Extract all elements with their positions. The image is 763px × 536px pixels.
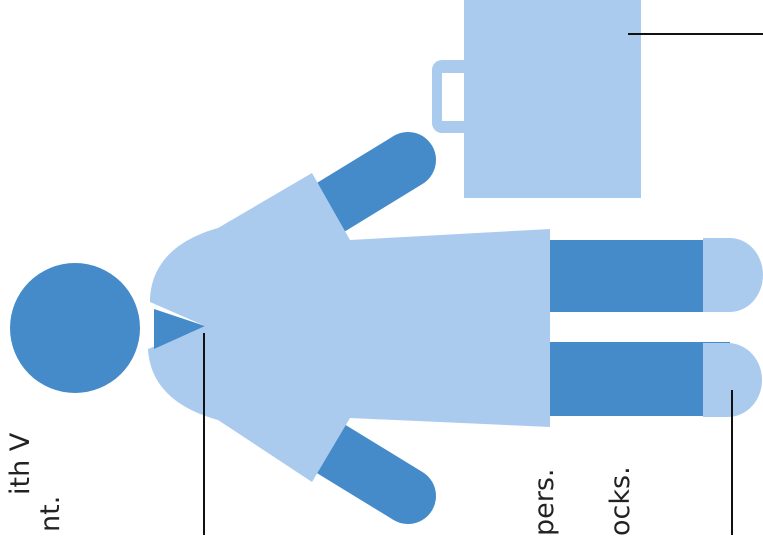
briefcase [432,0,641,198]
arm-upper [323,160,408,212]
shirt-caption-line-1: ith V [7,433,34,495]
socks-caption: ocks. [607,466,634,536]
briefcase-body [464,0,641,198]
head [10,263,140,393]
arm-lower [323,444,408,496]
trousers-caption: pers. [531,469,558,536]
sock-upper [703,238,763,312]
shirt-caption-line-2: nt. [37,496,64,532]
leg-upper [540,240,730,312]
leg-lower [540,342,730,416]
